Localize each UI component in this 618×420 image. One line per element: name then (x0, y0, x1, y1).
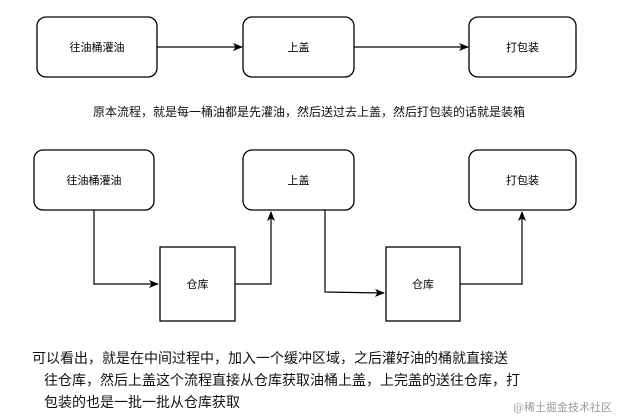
watermark: @稀土掘金技术社区 (513, 401, 612, 414)
bottom-flow: 往油桶灌油 上盖 打包装 仓库 仓库 (33, 149, 577, 322)
explanation-text: 可以看出，就是在中间过程中，加入一个缓冲区域，之后灌好油的桶就直接送 往仓库，然… (32, 348, 592, 414)
top-node-cap[interactable]: 上盖 (242, 16, 355, 78)
bottom-node-cap[interactable]: 上盖 (242, 149, 355, 211)
bottom-arrow-warehouse-1-to-cap (235, 211, 275, 285)
bottom-node-cap-label: 上盖 (288, 173, 310, 187)
top-node-pack[interactable]: 打包装 (468, 16, 577, 78)
bottom-arrow-fill-to-warehouse-1 (93, 210, 159, 288)
bottom-node-warehouse-1[interactable]: 仓库 (159, 246, 236, 322)
top-node-fill[interactable]: 往油桶灌油 (36, 16, 158, 78)
explanation-line-2: 往仓库，然后上盖这个流程直接从仓库获取油桶上盖，上完盖的送往仓库，打 (44, 373, 520, 389)
warehouse-2-label: 仓库 (412, 277, 434, 291)
warehouse-1-label: 仓库 (187, 277, 209, 291)
bottom-node-pack[interactable]: 打包装 (468, 149, 577, 211)
bottom-node-warehouse-2[interactable]: 仓库 (385, 246, 461, 322)
top-node-cap-label: 上盖 (288, 40, 310, 54)
original-process-caption: 原本流程，就是每一桶油都是先灌油，然后送过去上盖，然后打包装的话就是装箱 (92, 105, 525, 119)
top-node-pack-label: 打包装 (506, 40, 539, 54)
explanation-line-1: 可以看出，就是在中间过程中，加入一个缓冲区域，之后灌好油的桶就直接送 (32, 351, 508, 367)
bottom-arrow-cap-to-warehouse-2 (324, 210, 385, 297)
bottom-arrow-warehouse-2-to-pack (460, 211, 526, 285)
bottom-node-fill[interactable]: 往油桶灌油 (33, 149, 155, 211)
top-flow: 往油桶灌油 上盖 打包装 (36, 16, 577, 78)
explanation-line-3: 包装的也是一批一批从仓库获取 (44, 395, 240, 411)
top-node-fill-label: 往油桶灌油 (70, 40, 125, 54)
bottom-node-fill-label: 往油桶灌油 (67, 173, 122, 187)
bottom-node-pack-label: 打包装 (506, 173, 539, 187)
